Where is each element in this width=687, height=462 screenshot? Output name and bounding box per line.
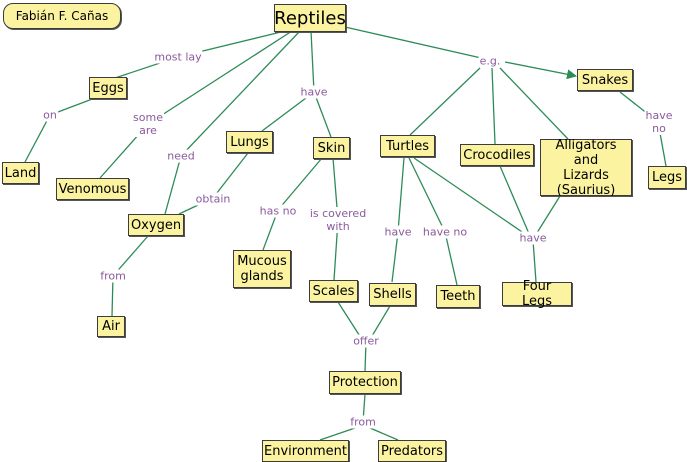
link-reptiles-have — [310, 30, 315, 93]
node-alligators-lizards[interactable]: Alligators and Lizards (Saurius) — [540, 138, 632, 198]
link-skin-has-no — [277, 157, 323, 211]
node-land[interactable]: Land — [2, 162, 39, 184]
label-have-no-legs: have no — [644, 109, 674, 135]
node-mucous-glands[interactable]: Mucous glands — [233, 250, 291, 288]
link-eg-crocodiles — [491, 67, 496, 145]
link-on-land — [24, 114, 51, 163]
node-four-legs[interactable]: Four Legs — [502, 279, 572, 309]
node-crocodiles[interactable]: Crocodiles — [460, 144, 534, 166]
link-have-lungs — [261, 91, 315, 132]
label-from-air: from — [99, 269, 127, 283]
link-reptiles-some-are — [147, 30, 293, 125]
node-venomous[interactable]: Venomous — [56, 178, 129, 200]
link-reptiles-eg — [344, 26, 491, 61]
link-turtles-have-legs — [413, 157, 529, 237]
link-oxygen-from — [112, 235, 149, 277]
link-lungs-obtain — [212, 152, 249, 199]
node-predators[interactable]: Predators — [378, 440, 446, 462]
node-shells[interactable]: Shells — [369, 283, 416, 306]
link-reptiles-need — [180, 30, 301, 157]
label-some-are: some are — [132, 111, 164, 137]
node-scales[interactable]: Scales — [309, 280, 358, 302]
node-skin[interactable]: Skin — [313, 137, 350, 159]
node-snakes[interactable]: Snakes — [577, 69, 633, 91]
link-have-skin — [313, 91, 332, 138]
link-from-predators — [369, 427, 399, 441]
label-on: on — [42, 108, 58, 122]
label-obtain: obtain — [194, 192, 232, 206]
link-turtles-have-no — [408, 157, 446, 233]
label-have-skin: have — [299, 85, 329, 99]
label-have-no-teeth: have no — [421, 225, 469, 239]
node-reptiles[interactable]: Reptiles — [274, 4, 346, 32]
node-turtles[interactable]: Turtles — [380, 135, 435, 157]
link-have-no-teeth — [444, 231, 458, 286]
label-from-protection: from — [349, 415, 377, 429]
node-oxygen[interactable]: Oxygen — [128, 214, 184, 236]
node-eggs[interactable]: Eggs — [89, 77, 127, 99]
label-need: need — [166, 149, 196, 163]
node-protection[interactable]: Protection — [329, 371, 401, 394]
node-air[interactable]: Air — [97, 316, 125, 337]
label-most-lay: most lay — [153, 50, 203, 64]
node-teeth[interactable]: Teeth — [436, 285, 480, 308]
link-have-four-legs — [532, 239, 537, 283]
node-environment[interactable]: Environment — [262, 440, 349, 462]
label-has-no: has no — [258, 204, 298, 218]
label-have-shells: have — [383, 225, 413, 239]
label-eg: e.g. — [478, 54, 502, 68]
link-turtles-have — [397, 157, 405, 233]
label-offer: offer — [352, 334, 380, 348]
link-eg-alligators — [499, 67, 569, 140]
link-eg-turtles — [409, 67, 481, 136]
label-have-four-legs: have — [518, 231, 548, 245]
author-credit: Fabián F. Cañas — [3, 3, 121, 29]
node-legs[interactable]: Legs — [648, 166, 686, 189]
node-lungs[interactable]: Lungs — [226, 131, 273, 153]
link-need-oxygen — [164, 155, 182, 215]
link-crocodiles-have-legs — [499, 165, 531, 237]
link-alligators-have-legs — [534, 195, 561, 237]
link-from-environment — [319, 427, 356, 441]
label-is-covered-with: is covered with — [308, 207, 368, 233]
link-have-shells — [391, 231, 399, 283]
link-eg-snakes — [504, 61, 577, 80]
link-from-air — [111, 275, 114, 317]
